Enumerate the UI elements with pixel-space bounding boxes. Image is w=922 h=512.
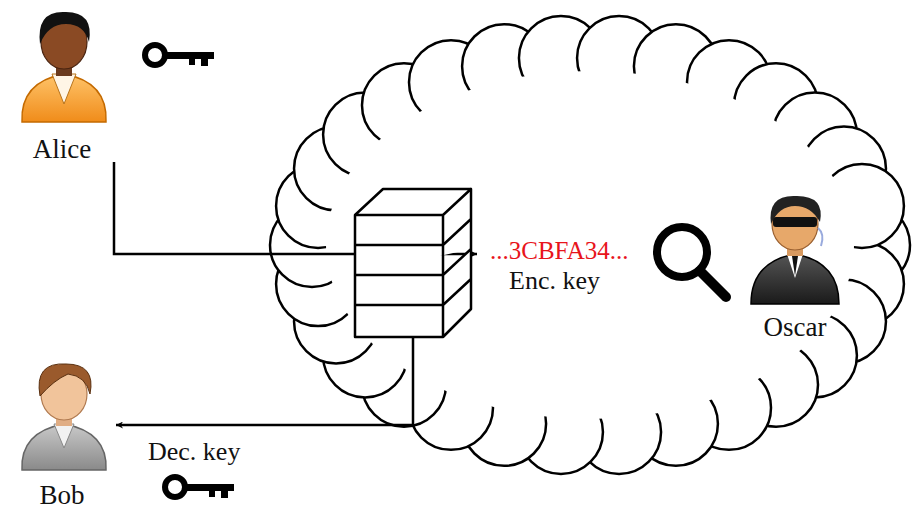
ciphertext-label: ...3CBFA34... — [490, 236, 628, 266]
key-label: Dec. key — [148, 437, 240, 467]
person-name: Alice — [10, 134, 114, 164]
key-icon — [145, 45, 214, 66]
bob-icon — [22, 364, 106, 470]
magnifier-icon — [657, 227, 726, 297]
person-node: Bob — [12, 358, 112, 510]
alice-icon — [22, 12, 106, 122]
key-icon — [165, 477, 234, 498]
person-node: Oscar — [742, 190, 848, 342]
key-channel-arrow — [116, 337, 413, 425]
server-outline — [353, 187, 473, 339]
person-node: Alice — [10, 4, 114, 164]
person-name: Oscar — [742, 312, 848, 342]
oscar-icon — [751, 196, 839, 304]
key-label: Enc. key — [509, 266, 600, 296]
server-node — [353, 187, 473, 339]
person-name: Bob — [12, 480, 112, 510]
